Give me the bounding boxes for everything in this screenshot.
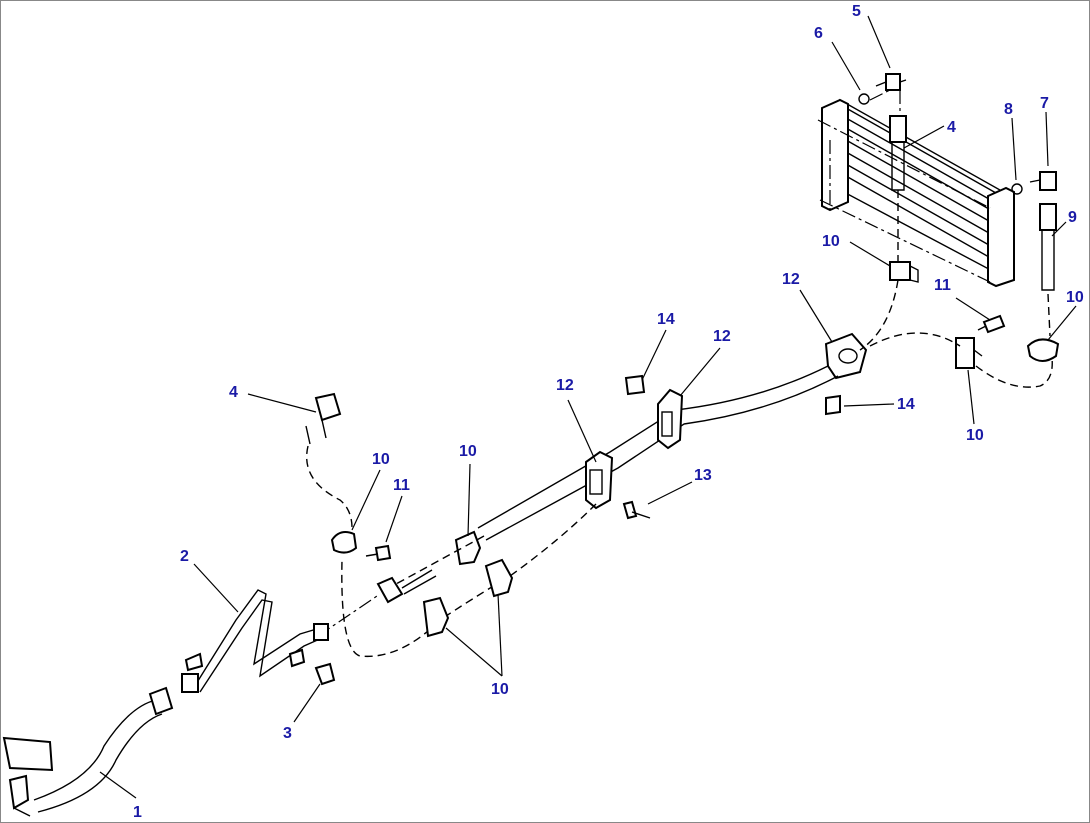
- o-ring-6: [858, 93, 870, 105]
- clamp-12-left: [585, 450, 614, 510]
- spacer-14-right: [825, 394, 841, 416]
- callout-labels: 1 2 3 4 4 5 6 7 8 9 10 10 10 10 10 10 11…: [133, 3, 1084, 821]
- centerline-5: [869, 89, 901, 118]
- callout-12-middle: 12: [713, 328, 731, 345]
- callout-11-left: 11: [393, 477, 410, 494]
- bolt-11-left: [365, 544, 392, 562]
- hose-route-right: [859, 279, 1053, 388]
- hose-4-left: [305, 392, 353, 529]
- callout-10-upper: 10: [822, 233, 840, 250]
- callout-12-left: 12: [556, 377, 574, 394]
- spacer-14-middle: [624, 374, 646, 396]
- hose-4-right: [889, 115, 907, 264]
- clamp-10-right-mid: [955, 337, 983, 369]
- fitting-center: [376, 569, 437, 604]
- hose-route-center: [395, 535, 485, 585]
- elbow-fitting-7: [1029, 171, 1057, 191]
- leader-lines: [99, 15, 1077, 799]
- callout-10-left: 10: [372, 451, 390, 468]
- callout-10-right-lower: 10: [966, 427, 984, 444]
- callout-11-right: 11: [934, 277, 951, 294]
- callout-10-far-right: 10: [1066, 289, 1084, 306]
- callout-14-middle: 14: [657, 311, 675, 328]
- hose-9: [1039, 203, 1057, 337]
- callout-6: 6: [814, 25, 823, 42]
- clamp-10-far-right: [1026, 338, 1060, 362]
- clamp-10-lower-a: [484, 558, 514, 598]
- clamp-10-left: [330, 531, 358, 554]
- callout-14-right: 14: [897, 396, 915, 413]
- hose-route-left: [341, 503, 597, 658]
- callout-2: 2: [180, 548, 189, 565]
- callout-1: 1: [133, 804, 142, 821]
- bolt-13: [622, 500, 651, 520]
- callout-8: 8: [1004, 101, 1013, 118]
- callout-4-left: 4: [229, 384, 238, 401]
- clamp-10-center: [454, 530, 482, 566]
- tube-2: [181, 589, 329, 693]
- clamp-10-upper-right: [889, 261, 919, 283]
- elbow-fitting-5: [875, 73, 907, 91]
- callout-4-right: 4: [947, 119, 956, 136]
- callout-7: 7: [1040, 95, 1049, 112]
- callout-12-right: 12: [782, 271, 800, 288]
- callout-13: 13: [694, 467, 712, 484]
- callout-3: 3: [283, 725, 292, 742]
- callout-5: 5: [852, 3, 861, 20]
- main-pipe: [477, 365, 839, 541]
- oil-cooler: [817, 98, 1015, 288]
- clamp-12-right: [824, 332, 868, 380]
- callout-10-bottom: 10: [491, 681, 509, 698]
- hose-1: [2, 686, 174, 817]
- callout-9: 9: [1068, 209, 1077, 226]
- clamp-12-middle: [657, 388, 684, 450]
- o-ring-8: [1011, 183, 1023, 195]
- bolt-3: [314, 662, 336, 686]
- bolt-11-right: [977, 314, 1006, 334]
- clamp-10-lower-b: [422, 596, 450, 638]
- callout-10-center: 10: [459, 443, 477, 460]
